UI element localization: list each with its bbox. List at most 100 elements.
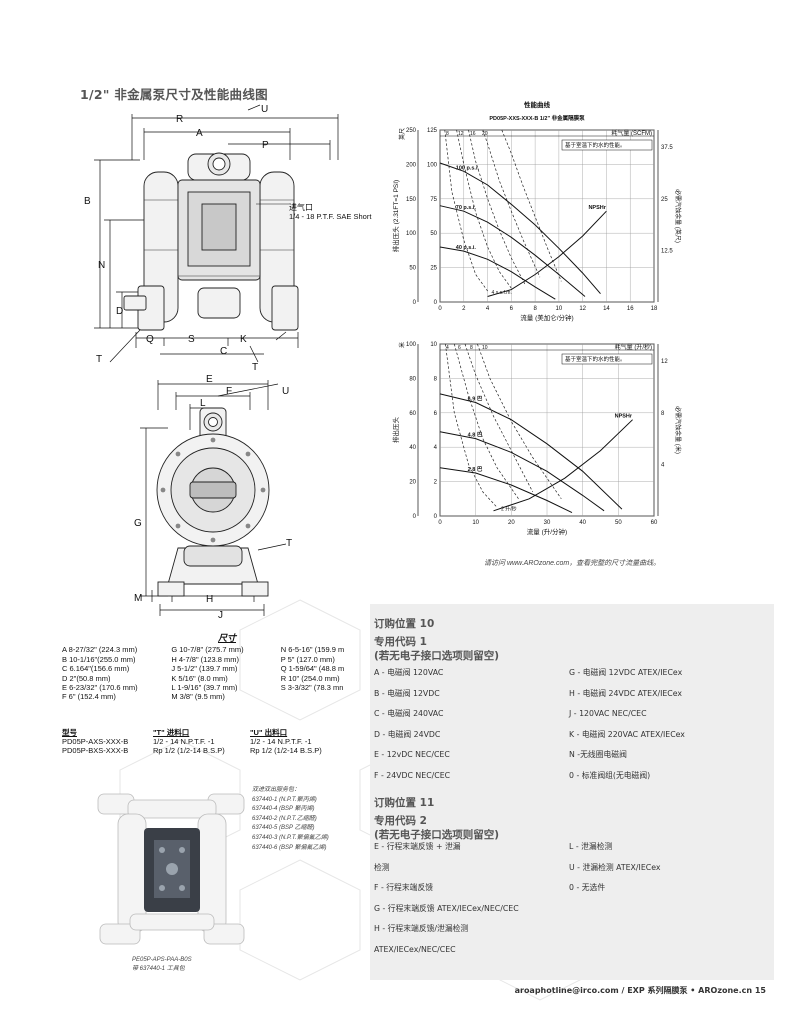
air-tick-label: 8 (470, 345, 473, 351)
outer-y-tick-label: 80 (409, 376, 416, 382)
outer-y-tick-label: 50 (409, 266, 416, 272)
x-tick-label: 10 (472, 520, 479, 526)
x-tick-label: 50 (615, 520, 622, 526)
dim-P-label: P (262, 140, 269, 151)
x-tick-label: 18 (651, 306, 658, 312)
order11-sub2: (若无电子接口选项则留空) (374, 829, 500, 841)
dimension-cell: S 3-3/32" (78.3 mn (280, 683, 344, 693)
dimension-cell: N 6-5-16" (159.9 m (280, 645, 345, 655)
dim-F-label: F (226, 386, 232, 397)
port-cell: PD05P-AXS-XXX-B (62, 737, 129, 746)
dim-C-label: C (220, 346, 227, 357)
air-consumption-curve (444, 129, 488, 292)
dim-T3-label: T (286, 538, 292, 549)
y-tick-label: 10 (430, 342, 437, 348)
dimension-cell: L 1-9/16" (39.7 mm) (171, 683, 238, 693)
chart-visit-note: 请访问 www.AROzone.com，查看完整的尺寸流量曲线。 (484, 560, 661, 567)
order11-title: 订购位置 11 (374, 797, 435, 809)
service-kit-item: 637440-4 (BSP 聚丙烯) (252, 806, 315, 813)
photo-caption: PE05P-APS-PAA-B0S 带 637440-1 工具包 (132, 956, 192, 973)
y2-tick-label: 12 (661, 359, 668, 365)
dimension-cell (281, 692, 362, 701)
dim-Q-label: Q (146, 334, 154, 345)
dimension-cell: A 8-27/32" (224.3 mm) (62, 645, 138, 655)
series-label: 4.8 巴 (468, 431, 483, 439)
x-tick-label: 16 (627, 306, 634, 312)
order10-option: G - 电磁阀 12VDC ATEX/IECex (569, 668, 683, 677)
dim-B-label: B (84, 196, 91, 207)
x-tick-label: 14 (603, 306, 610, 312)
x-tick-label: 4 (486, 306, 490, 312)
air-inlet-spec: 1/4 - 18 P.T.F. SAE Short (289, 212, 372, 221)
order10-option: F - 24VDC NEC/CEC (374, 770, 451, 780)
dimension-row: A 8-27/32" (224.3 mm)G 10-7/8" (275.7 mm… (62, 645, 362, 654)
x-tick-label: 10 (556, 306, 563, 312)
outer-y-tick-label: 60 (409, 411, 416, 417)
air-tick-label: 16 (470, 131, 476, 137)
outer-y-tick-label: 40 (409, 445, 416, 451)
x-axis-title: 流量 (升/分钟) (527, 527, 567, 536)
service-kit-item: 637440-2 (N.P.T.乙缩醛) (252, 815, 317, 822)
legend-note-box (561, 139, 653, 151)
series-label: NPSHr (615, 414, 633, 420)
order11-option: ATEX/IECex/NEC/CEC (374, 944, 456, 954)
order10-option: D - 电磁阀 24VDC (374, 729, 441, 739)
dim-R-label: R (176, 114, 183, 125)
air-consumption-label: 耗气量 (升/秒) (615, 343, 652, 351)
service-kit-item: 637440-1 (N.P.T.聚丙烯) (252, 796, 317, 803)
y-tick-label: 75 (430, 197, 437, 203)
series-label: 40 p.s.i. (456, 245, 477, 251)
dimensions-table: 尺寸 A 8-27/32" (224.3 mm)G 10-7/8" (275.7… (62, 633, 362, 702)
order10-sub1: 专用代码 1 (374, 636, 427, 648)
air-tick-label: 12 (458, 131, 464, 137)
air-curve-label: 4 s.c.f.m. (492, 290, 512, 296)
npshr-curve (493, 419, 633, 512)
y2-axis-title: 必需汽蚀余量 (米) (674, 406, 682, 454)
dimension-cell: H 4-7/8" (123.8 mm) (171, 654, 240, 664)
dim-H-label: H (206, 594, 213, 605)
service-kit-item: 637440-5 (BSP 乙缩醛) (252, 825, 315, 832)
x-tick-label: 20 (508, 520, 515, 526)
y2-tick-label: 12.5 (661, 248, 673, 254)
x-tick-label: 30 (544, 520, 551, 526)
order11-sub1: 专用代码 2 (374, 815, 427, 827)
y-axis-unit: 米 (398, 342, 406, 348)
outer-y-tick-label: 100 (406, 342, 417, 348)
dim-G-label: G (134, 518, 142, 529)
dimension-cell: M 3/8" (9.5 mm) (171, 692, 225, 702)
dim-U-label: U (261, 104, 268, 115)
ordering-panel (370, 604, 774, 980)
y2-tick-label: 8 (661, 411, 665, 417)
y-tick-label: 125 (427, 128, 438, 134)
dimension-cell: C 6.164"(156.6 mm) (62, 664, 130, 674)
dimension-cell: F 6" (152.4 mm) (62, 692, 116, 702)
dimension-row: B 10-1/16"(255.0 mm)H 4-7/8" (123.8 mm)P… (62, 655, 362, 664)
y-tick-label: 0 (434, 514, 438, 520)
dimension-row: F 6" (152.4 mm) M 3/8" (9.5 mm) (62, 692, 362, 701)
outer-y-tick-label: 0 (413, 514, 417, 520)
dimension-cell: K 5/16" (8.0 mm) (171, 673, 228, 683)
outer-y-tick-label: 20 (409, 480, 416, 486)
head-curve (439, 162, 601, 295)
page-footer: aroaphotline@irco.com / EXP 系列隔膜泵 • AROz… (514, 986, 766, 995)
order11-option: E - 行程末端反馈 + 泄漏 (374, 842, 461, 851)
dimension-cell: Q 1-59/64" (48.8 m (280, 664, 345, 674)
x-tick-label: 0 (438, 306, 442, 312)
air-consumption-curve (445, 343, 498, 508)
chart-subtitle: PD05P-XXS-XXX-B 1/2" 非金属隔膜泵 (489, 114, 585, 122)
y2-axis-title: 必需汽蚀余量 (英尺) (674, 189, 682, 243)
y-axis-title: 排出压头 (391, 417, 400, 444)
legend-note: 基于室温下的水的性能。 (565, 355, 626, 363)
air-consumption-curve (482, 129, 541, 278)
order11-option: U - 泄漏检测 ATEX/IECex (569, 862, 661, 872)
order10-option: J - 120VAC NEC/CEC (569, 709, 647, 718)
order10-option: B - 电磁阀 12VDC (374, 688, 440, 698)
legend-note: 基于室温下的水的性能。 (565, 141, 626, 149)
dim-D-label: D (116, 306, 123, 317)
dim-A-label: A (196, 128, 203, 139)
dimensions-heading: 尺寸 (217, 633, 236, 643)
order10-option: C - 电磁阀 240VAC (374, 709, 444, 718)
